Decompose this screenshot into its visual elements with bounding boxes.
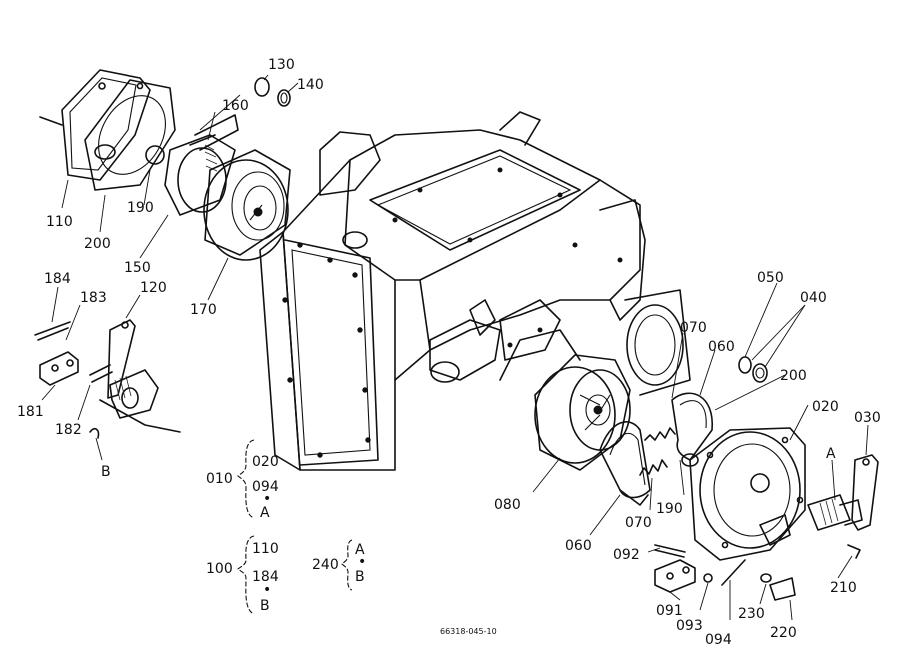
label-060-upper: 060 [708,339,735,355]
label-093: 093 [676,618,703,634]
brake-lever-left [34,319,181,439]
group-100-member-4: B [260,598,270,614]
group-240-id: 240 [312,557,339,573]
label-190-left: 190 [127,200,154,216]
group-010-id: 010 [206,471,233,487]
label-030: 030 [854,410,881,426]
label-B: B [101,464,111,480]
label-140: 140 [297,77,324,93]
group-100-member-1: 110 [252,541,279,557]
group-010-member-2: 094 [252,479,279,495]
brake-lever-right [807,454,879,559]
label-092: 092 [613,547,640,563]
group-240: 240 A • B [312,539,366,591]
label-110: 110 [46,214,73,230]
label-130: 130 [268,57,295,73]
label-183: 183 [80,290,107,306]
brake-drum-right [534,354,631,471]
label-070-lower: 070 [625,515,652,531]
group-100-member-2: 184 [252,569,279,585]
group-010-member-3: • [263,491,271,507]
label-094: 094 [705,632,732,648]
label-091: 091 [656,603,683,619]
label-080: 080 [494,497,521,513]
label-230: 230 [738,606,765,622]
label-220: 220 [770,625,797,641]
leader-lines [41,74,869,621]
brake-drum-left [164,94,291,261]
label-150: 150 [124,260,151,276]
label-182: 182 [55,422,82,438]
label-A: A [826,446,836,462]
label-170: 170 [190,302,217,318]
hardware-091-094 [654,544,796,601]
brake-cover-right [689,427,806,561]
label-200-right: 200 [780,368,807,384]
label-184: 184 [44,271,71,287]
label-181: 181 [17,404,44,420]
part-labels: 110 200 190 150 170 160 130 140 184 183 … [17,57,881,648]
seals-040-050 [738,356,768,383]
group-010-member-4: A [260,505,270,521]
label-120: 120 [140,280,167,296]
label-210: 210 [830,580,857,596]
gasket-left [84,79,176,191]
label-020: 020 [812,399,839,415]
group-240-member-3: B [355,569,365,585]
label-190-right: 190 [656,501,683,517]
label-160: 160 [222,98,249,114]
label-050: 050 [757,270,784,286]
label-040: 040 [800,290,827,306]
group-100: 100 110 184 • B [206,535,279,615]
label-070-upper: 070 [680,320,707,336]
group-010: 010 020 094 • A [206,439,279,521]
group-240-member-1: A [355,542,365,558]
brake-cover-left [39,69,151,181]
group-100-member-3: • [263,582,271,598]
group-100-id: 100 [206,561,233,577]
seals-130-140 [254,77,291,107]
brake-shoe-upper [671,392,713,467]
group-010-member-1: 020 [252,454,279,470]
label-060-lower: 060 [565,538,592,554]
group-240-member-2: • [358,554,366,570]
drawing-code: 66318-045-10 [440,627,497,636]
springs-070 [639,427,676,476]
label-200-left: 200 [84,236,111,252]
transmission-case [259,111,691,471]
brake-shoe-lower [599,421,651,506]
